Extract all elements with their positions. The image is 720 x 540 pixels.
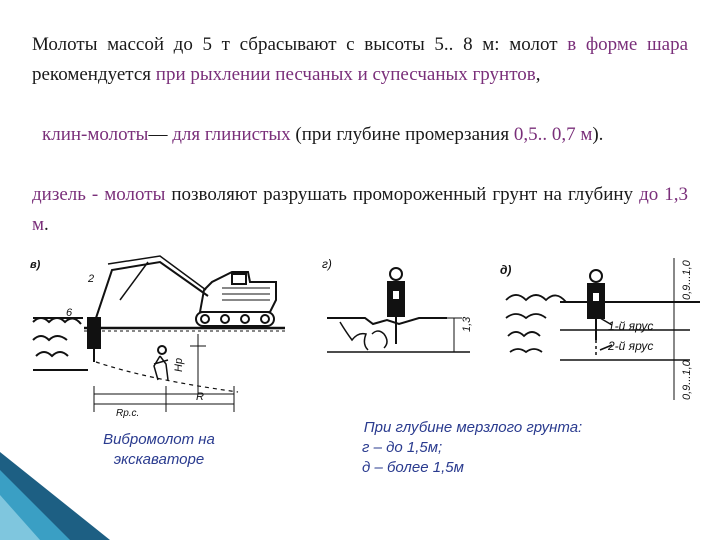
highlight-wedge-hammers: клин-молоты [42,124,149,145]
highlight-clay: для глинистых [172,124,291,145]
label-num-6: 6 [66,307,73,319]
label-v: в) [30,259,41,271]
highlight-diesel-hammers: дизель - молоты [32,184,166,205]
corner-decoration [0,452,110,540]
label-rpc: Rр.с. [116,408,139,419]
paragraph-diesel-hammers: дизель - молоты позволяют разрушать пром… [32,180,688,240]
text-segment: — [148,124,173,145]
label-d: д) [500,263,511,277]
caption-line-3: д – более 1,5м [362,459,464,476]
label-tier-1: 1-й ярус [608,319,653,333]
figure-v-excavator [32,255,285,412]
label-dim-bottom: 0,9...1,0 [681,359,693,400]
corner-shape-pale [0,495,40,540]
caption-line-2: г – до 1,5м; [362,439,443,456]
paragraph-wedge-hammers: клин-молоты— для глинистых (при глубине … [32,120,688,150]
text-segment: рекомендуется [32,64,156,85]
label-r: R [196,391,204,403]
text-segment: , [535,64,541,85]
label-tier-2: 2-й ярус [607,339,653,353]
label-num-2: 2 [87,273,94,285]
text-segment: . [44,214,49,235]
highlight-sandy-soils: при рыхлении песчаных и супесчаных грунт… [155,64,536,85]
figure-d-two-tiers [505,258,700,400]
highlight-ball-shape: в форме шара [567,34,689,55]
label-13: 1,3 [461,316,473,332]
label-dim-top: 0,9...1,0 [681,259,693,300]
highlight-depth-13: до 1,3 м [32,184,688,235]
paragraph-hammers: Молоты массой до 5 т сбрасывают с высоты… [32,30,688,90]
highlight-depth: 0,5.. 0,7 м [513,124,593,145]
text-segment: (при глубине промерзания [290,124,514,145]
caption-vibrohammer: Вибромолот на экскаваторе [103,431,215,468]
caption-line-1: При глубине мерзлого грунта: [363,419,583,436]
text-segment: позволяют разрушать промороженный грунт … [165,184,640,205]
text-segment: Молоты массой до 5 т сбрасывают с высоты… [32,34,568,55]
caption-frozen-depth: При глубине мерзлого грунта: г – до 1,5м… [328,418,618,478]
text-segment: ). [592,124,604,145]
label-g: г) [322,257,332,271]
label-hp: Hp [173,358,185,372]
figure-g-diesel-hammer [327,267,470,353]
